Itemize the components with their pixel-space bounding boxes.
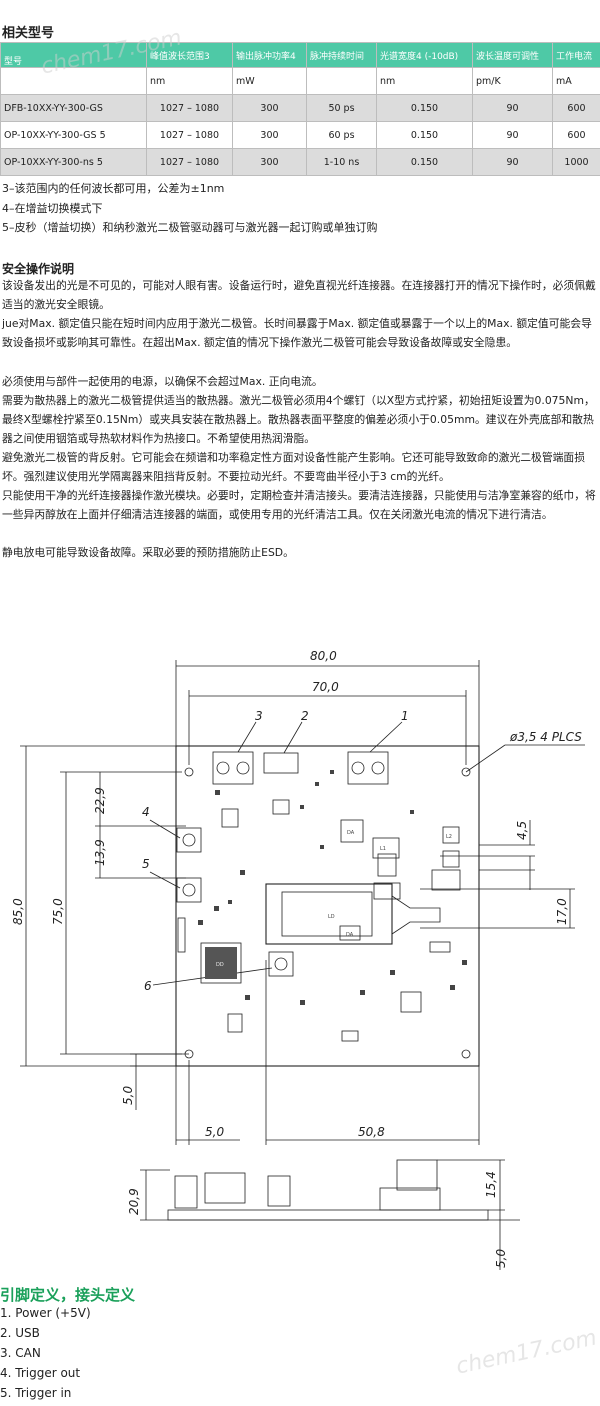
footnote-3: 3–该范围内的任何波长都可用，公差为±1nm xyxy=(2,182,225,195)
pcb-outline xyxy=(175,745,480,1067)
laser-module xyxy=(265,883,393,945)
callout-3: 3 xyxy=(255,709,263,723)
pin-item: 1. Power (+5V) xyxy=(0,1306,91,1320)
table-row: OP-10XX-YY-300-ns 5 1027 – 1080 300 1-10… xyxy=(0,148,600,176)
table-cell: 300 xyxy=(232,94,307,122)
header-pulse-duration: 脉冲持续时间 xyxy=(306,42,377,68)
unit-cell: pm/K xyxy=(472,67,553,95)
table-cell: OP-10XX-YY-300-ns 5 xyxy=(0,148,147,176)
header-spectral-width: 光谱宽度4 (-10dB) xyxy=(376,42,473,68)
dim-13-9: 13,9 xyxy=(93,839,107,866)
mcu-chip xyxy=(200,942,242,984)
dim-75: 75,0 xyxy=(51,898,65,925)
callout-4: 4 xyxy=(142,805,150,819)
table-cell: 1027 – 1080 xyxy=(146,121,233,149)
table-cell: 50 ps xyxy=(306,94,377,122)
mount-hole xyxy=(461,767,471,777)
chip-label: LD xyxy=(328,914,335,920)
dim-4-5: 4,5 xyxy=(515,821,529,840)
mount-hole xyxy=(461,1049,471,1059)
models-section-title: 相关型号 xyxy=(2,26,55,41)
footnote-4: 4–在增益切换模式下 xyxy=(2,202,103,215)
table-cell: 1027 – 1080 xyxy=(146,94,233,122)
connector-usb xyxy=(263,752,299,774)
safety-paragraph: 只能使用干净的光纤连接器操作激光模块。必要时，定期检查并清洁接头。要清洁连接器，… xyxy=(2,489,596,521)
table-cell: 90 xyxy=(472,94,553,122)
unit-cell: nm xyxy=(376,67,473,95)
pin-item: 3. CAN xyxy=(0,1346,41,1360)
safety-paragraph: 需要为散热器上的激光二极管提供适当的散热器。激光二极管必须用4个螺钉（以X型方式… xyxy=(2,394,595,445)
callout-6: 6 xyxy=(144,979,152,993)
unit-cell xyxy=(306,67,377,95)
trigger-in-connector xyxy=(176,877,202,903)
table-cell: 1000 xyxy=(552,148,600,176)
mount-hole xyxy=(184,767,194,777)
table-cell: 90 xyxy=(472,121,553,149)
table-cell: 300 xyxy=(232,148,307,176)
safety-paragraph: 必须使用与部件一起使用的电源，以确保不会超过Max. 正向电流。 xyxy=(2,375,323,388)
safety-paragraph: 静电放电可能导致设备故障。采取必要的预防措施防止ESD。 xyxy=(2,546,294,559)
table-cell: 1-10 ns xyxy=(306,148,377,176)
table-cell: 600 xyxy=(552,94,600,122)
callout-2: 2 xyxy=(301,709,309,723)
unit-cell: nm xyxy=(146,67,233,95)
models-spec-table: 型号 峰值波长范围3 输出脉冲功率4 脉冲持续时间 光谱宽度4 (-10dB) … xyxy=(0,42,600,176)
module-dimension-drawing: 80,0 70,0 ø3,5 4 PLCS 3 2 1 4 5 6 22,9 1… xyxy=(11,649,585,1270)
watermark: chem17.com xyxy=(453,1325,600,1380)
pin-item: 4. Trigger out xyxy=(0,1366,81,1380)
dim-5-bottom: 5,0 xyxy=(205,1125,224,1139)
dim-5-side: 5,0 xyxy=(494,1249,508,1268)
unit-cell: mA xyxy=(552,67,600,95)
dim-17: 17,0 xyxy=(555,898,569,925)
connector-can xyxy=(212,751,254,785)
safety-paragraph: jue对Max. 额定值只能在短时间内应用于激光二极管。长时间暴露于Max. 额… xyxy=(2,317,592,349)
dim-15-4: 15,4 xyxy=(484,1171,498,1198)
table-cell: 0.150 xyxy=(376,94,473,122)
pin-item: 2. USB xyxy=(0,1326,40,1340)
table-cell: OP-10XX-YY-300-GS 5 xyxy=(0,121,147,149)
header-temp-tunability: 波长温度可调性 xyxy=(472,42,553,68)
header-output-power: 输出脉冲功率4 xyxy=(232,42,307,68)
table-row: OP-10XX-YY-300-GS 5 1027 – 1080 300 60 p… xyxy=(0,121,600,149)
dim-hole-spec: ø3,5 4 PLCS xyxy=(509,730,582,744)
table-cell: 90 xyxy=(472,148,553,176)
connector-power xyxy=(347,751,389,785)
table-cell: 300 xyxy=(232,121,307,149)
chip-label: DA xyxy=(347,830,355,836)
trigger-out-connector xyxy=(176,827,202,853)
pin-definition-title: 引脚定义，接头定义 xyxy=(0,1286,136,1304)
unit-cell: mW xyxy=(232,67,307,95)
chip-label: DD xyxy=(216,962,224,968)
chip-label: L2 xyxy=(446,834,452,840)
dim-85: 85,0 xyxy=(11,898,25,925)
table-cell: 1027 – 1080 xyxy=(146,148,233,176)
safety-paragraph: 该设备发出的光是不可见的，可能对人眼有害。设备运行时，避免直视光纤连接器。在连接… xyxy=(2,279,596,311)
side-view-pcb xyxy=(167,1209,489,1221)
table-cell: 60 ps xyxy=(306,121,377,149)
table-cell: 600 xyxy=(552,121,600,149)
callout-1: 1 xyxy=(401,709,409,723)
dim-80: 80,0 xyxy=(310,649,337,663)
header-model: 型号 xyxy=(0,42,147,68)
footnote-5: 5–皮秒（增益切换）和纳秒激光二极管驱动器可与激光器一起订购或单独订购 xyxy=(2,221,378,234)
table-row: DFB-10XX-YY-300-GS 1027 – 1080 300 50 ps… xyxy=(0,94,600,122)
chip-label: L1 xyxy=(380,846,386,852)
dim-50-8: 50,8 xyxy=(358,1125,385,1139)
callout-5: 5 xyxy=(142,857,150,871)
safety-paragraph: 避免激光二极管的背反射。它可能会在频谱和功率稳定性方面对设备性能产生影响。它还可… xyxy=(2,451,586,483)
dim-5-left: 5,0 xyxy=(121,1086,135,1105)
table-cell: 0.150 xyxy=(376,148,473,176)
dim-20-9: 20,9 xyxy=(127,1188,141,1215)
dim-70: 70,0 xyxy=(312,680,339,694)
safety-section-title: 安全操作说明 xyxy=(2,262,75,276)
chip-label: DA xyxy=(346,932,354,938)
table-cell: 0.150 xyxy=(376,121,473,149)
pin-item: 5. Trigger in xyxy=(0,1386,72,1400)
dim-22-9: 22,9 xyxy=(93,787,107,814)
header-operating-current: 工作电流 xyxy=(552,42,600,68)
table-cell: DFB-10XX-YY-300-GS xyxy=(0,94,147,122)
